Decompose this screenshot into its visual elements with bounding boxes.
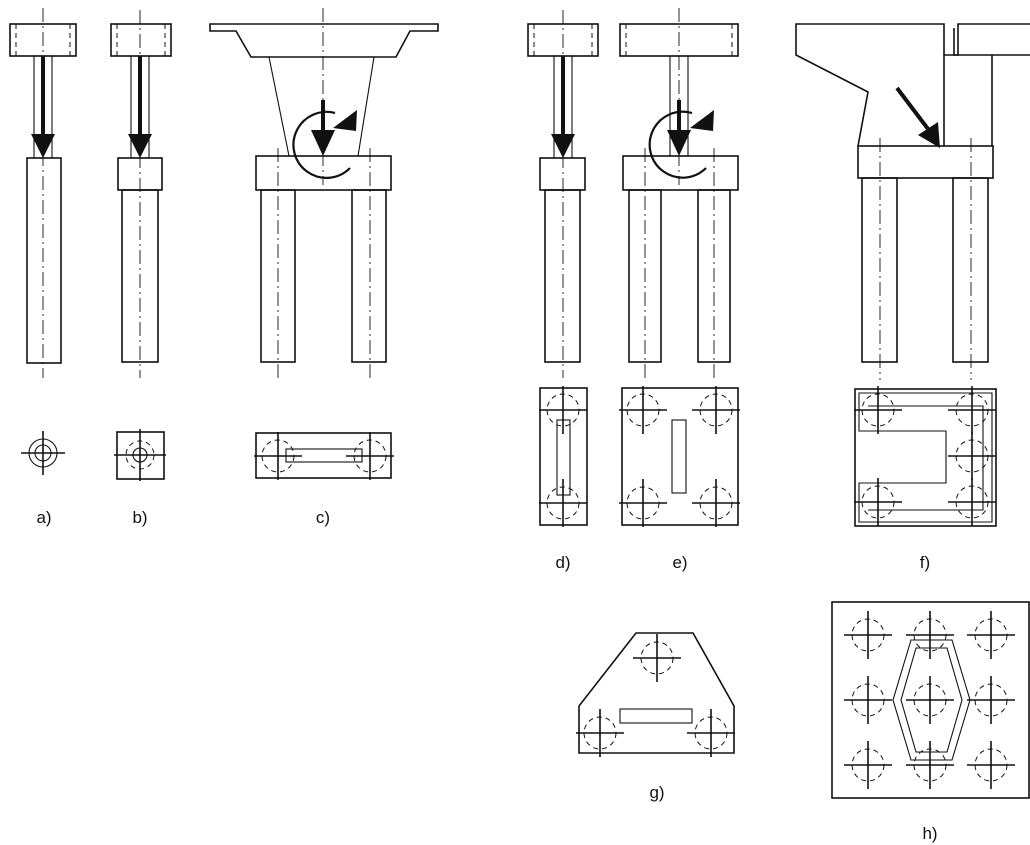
diagram-f	[795, 23, 1030, 527]
plan-view-b	[114, 429, 166, 481]
diagram-c	[209, 8, 439, 481]
load-arrow-b	[128, 56, 152, 158]
plan-view-a	[21, 431, 65, 475]
diagram-h	[831, 601, 1030, 799]
thrust-arrow-f	[895, 86, 940, 148]
diagram-e	[618, 8, 741, 528]
label-c: c)	[316, 508, 330, 527]
triangular-cap-g	[578, 632, 735, 754]
label-h: h)	[922, 824, 937, 843]
diagram-g	[575, 632, 736, 758]
label-g: g)	[649, 783, 664, 802]
diagram-d	[527, 10, 599, 528]
label-a: a)	[36, 508, 51, 527]
piles-c	[260, 189, 387, 363]
load-arrow-a	[31, 56, 55, 158]
piles-f	[861, 177, 989, 363]
plan-view-d	[538, 385, 588, 528]
column-footprint-h	[892, 639, 971, 761]
load-arrow-d	[551, 56, 575, 158]
piles-h	[843, 610, 1016, 790]
diagram-a	[9, 8, 77, 475]
piles-g	[575, 633, 736, 758]
moment-arrow-c	[292, 100, 357, 179]
plan-view-f	[853, 385, 997, 527]
piles-e	[628, 189, 731, 363]
column-footprint-g	[619, 708, 693, 724]
abutment-f	[795, 23, 1030, 147]
plan-view-c	[253, 431, 395, 481]
pile-cap-e	[622, 8, 739, 380]
moment-arrow-e	[648, 100, 714, 179]
square-cap-h	[831, 601, 1030, 799]
pile-cap-c	[255, 8, 392, 380]
deck-c	[209, 23, 439, 157]
label-b: b)	[132, 508, 147, 527]
diagram-b	[110, 10, 172, 481]
cap-beam-b	[110, 23, 172, 57]
pile-cap-f	[857, 138, 994, 380]
label-e: e)	[672, 553, 687, 572]
plan-view-e	[618, 385, 741, 528]
label-d: d)	[555, 553, 570, 572]
label-f: f)	[920, 553, 930, 572]
